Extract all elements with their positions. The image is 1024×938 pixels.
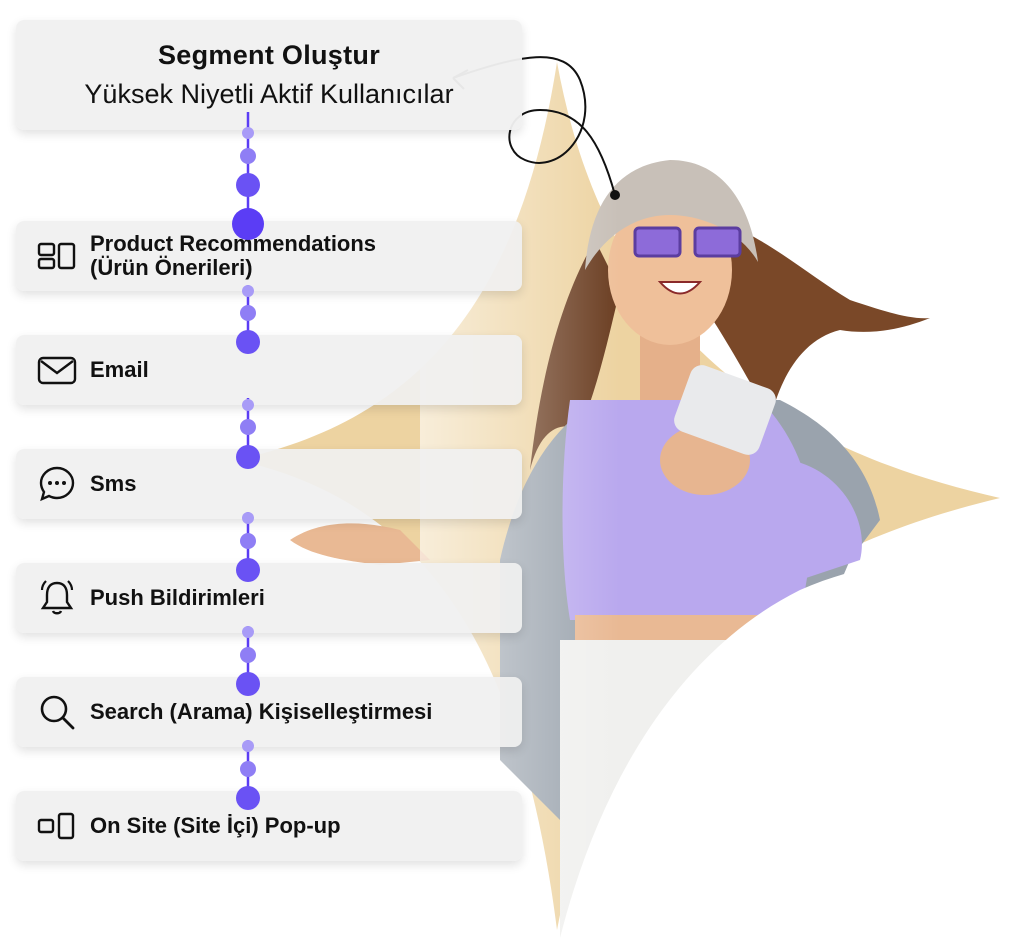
channel-card-sms: Sms — [16, 449, 522, 519]
chat-bubble-icon — [36, 463, 78, 505]
bell-icon — [36, 577, 78, 619]
channel-card-search: Search (Arama) Kişiselleştirmesi — [16, 677, 522, 747]
channel-card-push: Push Bildirimleri — [16, 563, 522, 633]
envelope-icon — [36, 349, 78, 391]
segment-card: Segment Oluştur Yüksek Niyetli Aktif Kul… — [16, 20, 522, 130]
channel-label: Sms — [90, 471, 137, 496]
channel-label: On Site (Site İçi) Pop-up — [90, 813, 341, 838]
channel-card-email: Email — [16, 335, 522, 405]
channel-card-onsite: On Site (Site İçi) Pop-up — [16, 791, 522, 861]
devices-icon — [36, 805, 78, 847]
channel-card-product-recommendations: Product Recommendations (Ürün Önerileri) — [16, 221, 522, 291]
channel-label: Push Bildirimleri — [90, 585, 265, 610]
segment-subtitle: Yüksek Niyetli Aktif Kullanıcılar — [84, 79, 454, 109]
channel-label: Product Recommendations (Ürün Önerileri) — [90, 231, 377, 280]
channel-label: Email — [90, 357, 149, 382]
channel-label: Search (Arama) Kişiselleştirmesi — [90, 699, 433, 724]
segment-title: Segment Oluştur — [157, 40, 381, 70]
search-icon — [36, 691, 78, 733]
layout-grid-icon — [36, 235, 78, 277]
